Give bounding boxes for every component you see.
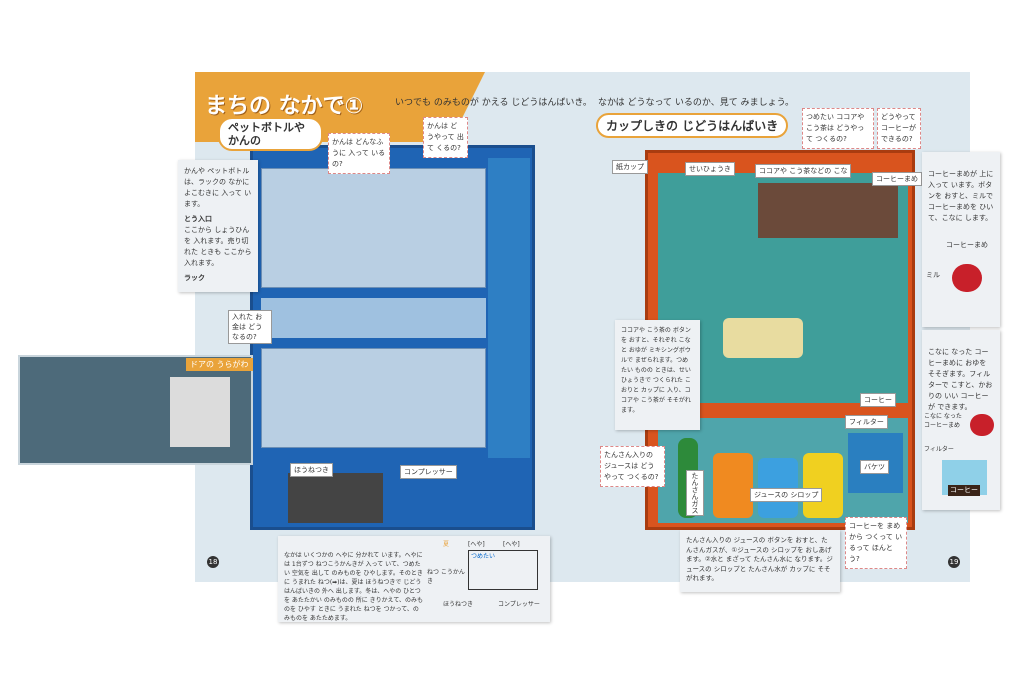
beans-label: コーヒーまめ	[872, 172, 922, 186]
co2-label: たんさんガス	[686, 470, 704, 516]
rack-flap-text: かんや ペットボトルは、ラックの なかに よこむきに 入って います。	[184, 167, 252, 208]
mill-icon	[952, 264, 982, 292]
filter-mill-icon	[970, 414, 994, 436]
right-section-title: カップしきの じどうはんばいき	[596, 113, 789, 138]
cup-label: 紙カップ	[612, 160, 648, 174]
question-can-stored: かんは どんなふうに 入って いるの?	[328, 133, 390, 174]
heat-radiator	[288, 473, 383, 523]
coffee-label: コーヒー	[860, 393, 896, 407]
cocoa-flap[interactable]: ココアや こう茶の ボタンを おすと、それぞれ こなと おゆが ミキシングボウル…	[615, 320, 700, 430]
diagram-room-2: [へや]	[503, 541, 520, 548]
page-number-right: 19	[948, 556, 960, 568]
bucket-label: バケツ	[860, 460, 889, 474]
intro-left: いつでも のみものが かえる じどうはんばいき。	[395, 98, 592, 108]
rack	[261, 168, 486, 288]
rack-label: ラック	[184, 274, 205, 282]
heat-radiator-label: ほうねつき	[290, 463, 333, 477]
filter-label: フィルター	[845, 415, 888, 429]
syrup-label: ジュースの シロップ	[750, 488, 823, 502]
diagram-exchanger: ねつ こうかんき	[427, 568, 465, 586]
inlet-text: ここから しょうひんを 入れます。売り切れた ときも ここから 入れます。	[184, 226, 252, 267]
flap-mill-label: ミル	[926, 271, 940, 279]
compressor-label: コンプレッサー	[400, 465, 457, 479]
door-side	[488, 158, 530, 458]
question-cocoa: つめたい ココアや こう茶は どうやって つくるの?	[802, 108, 874, 149]
diagram-box	[468, 550, 538, 590]
question-coffee: どうやって コーヒーが できるの?	[877, 108, 921, 149]
diagram-heat: ほうねつき	[443, 601, 474, 608]
money-question: 入れた お金は どうなるの?	[228, 310, 272, 344]
product-display	[261, 298, 486, 338]
diagram-room: [へや]	[468, 541, 485, 548]
flap-beans-label: コーヒーまめ	[946, 241, 988, 249]
coffee-beans-question: コーヒーを まめから つくって いるって ほんとう?	[845, 517, 907, 569]
diagram-comp: コンプレッサー	[498, 601, 540, 608]
flap-powder-label: こなに なった コーヒーまめ	[924, 413, 962, 429]
diagram-season: 夏	[443, 541, 450, 548]
filter-text: こなに なった コーヒーまめに おゆを そそぎます。フィルターで こすと、かおり…	[928, 348, 993, 411]
cooling-diagram: 夏 [へや] [へや] つめたい ねつ こうかんき ほうねつき コンプレッサー	[427, 540, 543, 608]
flap-coffee-label: コーヒー	[948, 485, 980, 496]
left-section-title: ペットボトルや かんの	[218, 117, 323, 151]
coin-unit	[170, 377, 230, 447]
intro-right: なかは どうなって いるのか、見て みましょう。	[598, 98, 795, 108]
question-can-dispensed: かんは どうやって 出て くるの?	[423, 117, 468, 158]
inlet-label: とう入口	[184, 215, 212, 223]
coffee-mill-flap[interactable]: コーヒーまめが 上に 入って います。ボタンを おすと、ミルで コーヒーまめを …	[922, 152, 1000, 327]
page-title: まちの なかで①	[205, 94, 364, 119]
door-back-flap[interactable]	[18, 355, 253, 465]
powder-canisters	[758, 183, 898, 238]
rack-flap[interactable]: かんや ペットボトルは、ラックの なかに よこむきに 入って います。 とう入口…	[178, 160, 258, 292]
cooling-explanation-flap[interactable]: なかは いくつかの へやに 分かれて います。へやには 1台ずつ ねつこうかんき…	[278, 536, 550, 622]
flap-filter-label: フィルター	[924, 446, 954, 453]
soda-question: たんさん入りの ジュースは どうやって つくるの?	[600, 446, 665, 487]
mill-text: コーヒーまめが 上に 入って います。ボタンを おすと、ミルで コーヒーまめを …	[928, 170, 994, 222]
syrup-tank-3	[803, 453, 843, 518]
ice-maker-label: せいひょうき	[685, 162, 735, 176]
cooling-rooms	[261, 348, 486, 448]
door-back-label: ドアの うらがわ	[186, 358, 253, 371]
mixing-bowl	[723, 318, 803, 358]
cooling-text: なかは いくつかの へやに 分かれて います。へやには 1台ずつ ねつこうかんき…	[284, 552, 424, 622]
syrup-tank-1	[713, 453, 753, 518]
soda-flap[interactable]: たんさん入りの ジュースの ボタンを おすと、たんさんガスが、①ジュースの シロ…	[680, 530, 840, 592]
bottle-vending-machine-illustration	[250, 145, 535, 530]
diagram-cold: つめたい	[471, 553, 496, 560]
page-number-left: 18	[207, 556, 219, 568]
coffee-filter-flap[interactable]: こなに なった コーヒーまめに おゆを そそぎます。フィルターで こすと、かおり…	[922, 330, 1000, 510]
powder-label: ココアや こう茶などの こな	[755, 164, 852, 178]
